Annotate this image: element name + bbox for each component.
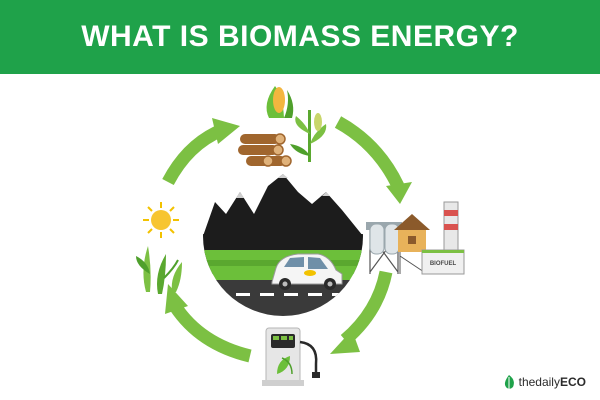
mountains	[203, 174, 363, 236]
biomass-cycle-diagram: BIOFUEL	[136, 86, 465, 386]
brand-name: thedailyECO	[519, 375, 586, 389]
leaf-logo-icon	[504, 375, 514, 389]
title-banner: WHAT IS BIOMASS ENERGY?	[0, 0, 600, 74]
biofuel-plant-icon: BIOFUEL	[366, 201, 465, 275]
brand-name-light: thedaily	[518, 375, 560, 389]
cycle-arrow-top-left	[162, 118, 240, 186]
corn-icon	[266, 86, 294, 118]
cycle-arrow-bottom-right	[330, 270, 393, 354]
brand-name-bold: ECO	[559, 375, 586, 389]
central-scene	[203, 156, 363, 316]
cycle-arrow-bottom-left	[165, 284, 252, 363]
electric-car-icon	[271, 253, 343, 290]
crop-plant-icon	[290, 110, 327, 162]
biofuel-label: BIOFUEL	[430, 261, 457, 267]
cycle-arrow-top-right	[334, 116, 412, 204]
wood-logs-icon	[238, 133, 292, 167]
growing-plants-icon	[136, 246, 182, 294]
fuel-pump-icon	[262, 327, 320, 386]
page-title: WHAT IS BIOMASS ENERGY?	[81, 20, 519, 53]
brand-logo[interactable]: thedailyECO	[502, 374, 586, 390]
sun-icon	[143, 202, 179, 238]
